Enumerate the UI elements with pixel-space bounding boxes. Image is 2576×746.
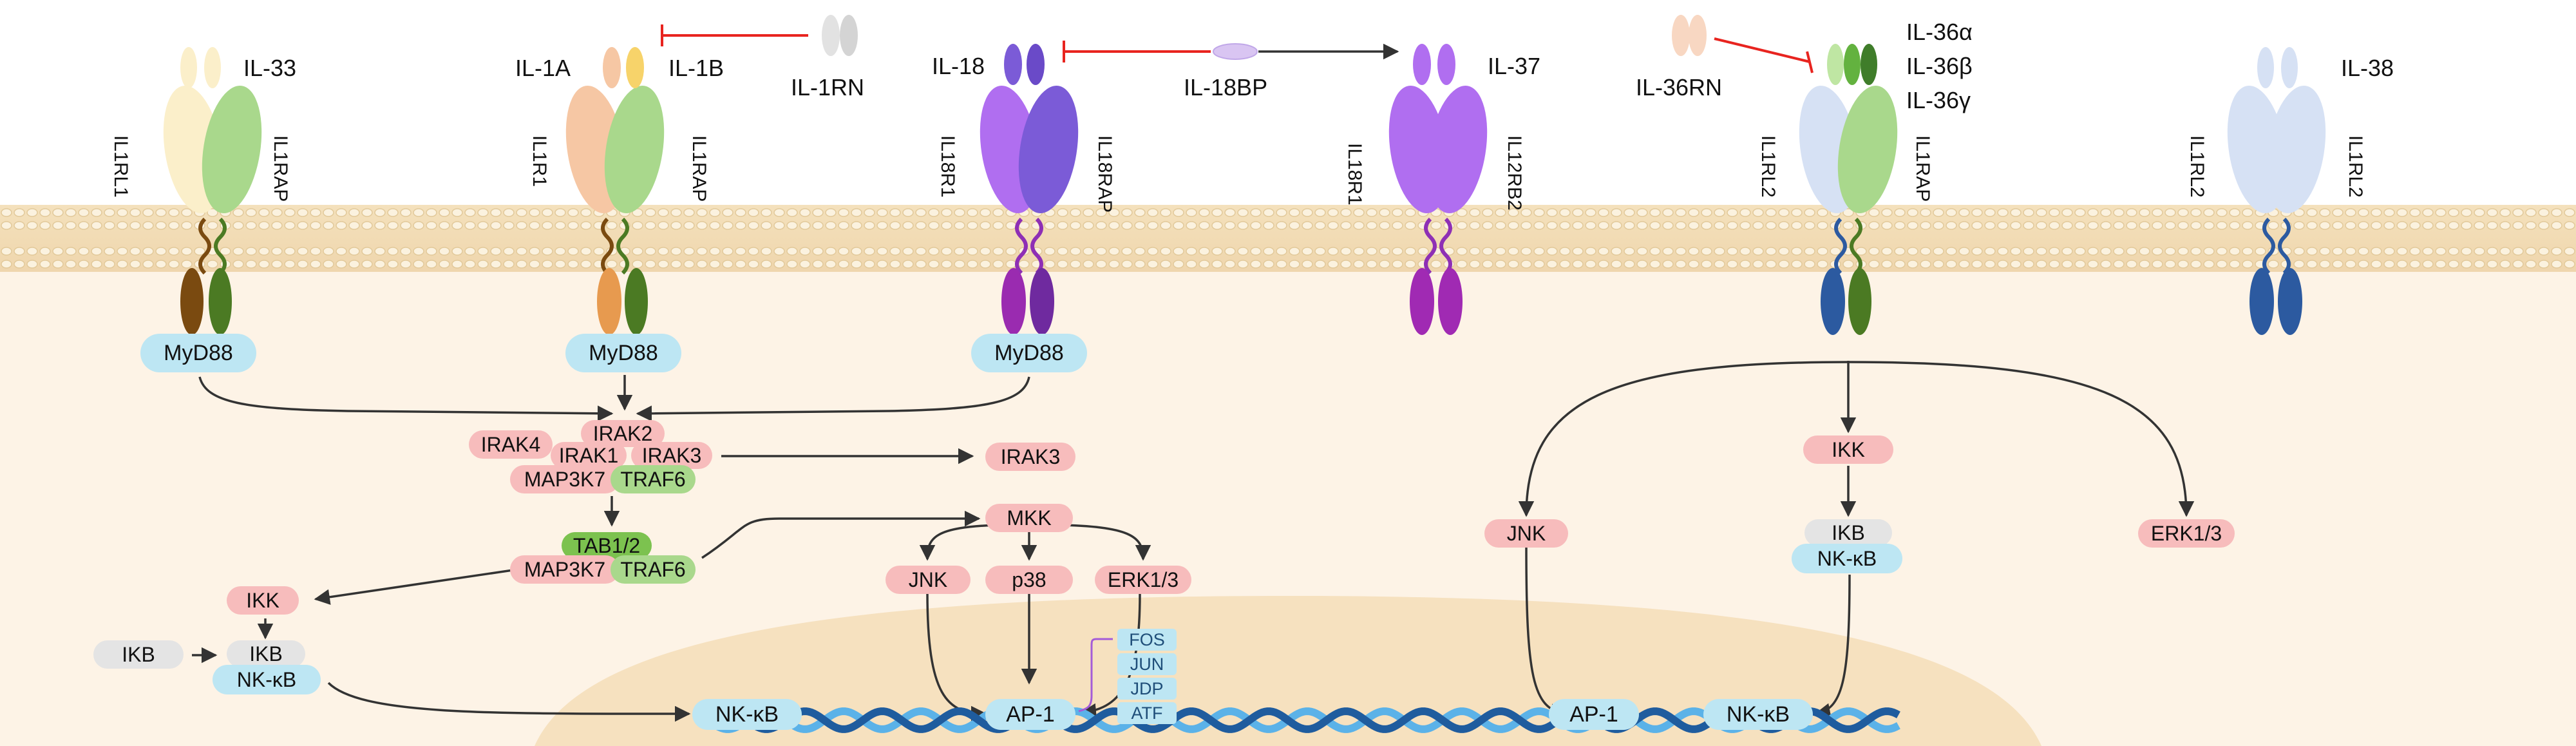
erk-label-1: ERK1/3 [1108, 568, 1179, 591]
label-il1a: IL-1A [515, 55, 571, 81]
receptor-il1rl1-il1rap [163, 85, 262, 335]
irak3-out-node: IRAK3 [985, 443, 1075, 471]
receptor-label-il1rl2-2: IL1RL2 [2186, 135, 2208, 198]
tab12-label: TAB1/2 [573, 534, 640, 557]
label-il36rn: IL-36RN [1636, 74, 1722, 100]
left-nfkb-label: NK-κB [237, 668, 296, 691]
pathway-arrows [192, 361, 2195, 722]
myd88-node-1: MyD88 [140, 334, 256, 372]
receptor-label-il1rap-3: IL1RAP [1912, 135, 1933, 202]
p38-label: p38 [1012, 568, 1046, 591]
ap1-components: FOS JUN JDP ATF [1078, 629, 1177, 724]
dna-helix [706, 707, 1900, 733]
nucleus-nfkb-right: NK-κB [1727, 702, 1790, 727]
nucleus-ap1-left: AP-1 [1006, 702, 1055, 727]
jun-label: JUN [1130, 655, 1164, 674]
nucleus-nfkb-left: NK-κB [715, 702, 779, 727]
dna-strand-dark [706, 707, 1900, 733]
label-il18: IL-18 [932, 53, 985, 79]
ligand-il33 [180, 47, 221, 88]
erk-label-2: ERK1/3 [2151, 522, 2222, 545]
right-ikk-label: IKK [1832, 438, 1865, 461]
tak1-complex: TAB1/2 MAP3K7 TRAF6 [510, 532, 696, 584]
irak3-label: IRAK3 [642, 444, 701, 467]
extracellular-space [0, 0, 2576, 206]
map3k7-label-1: MAP3K7 [524, 468, 605, 491]
irak2-label: IRAK2 [593, 422, 652, 445]
mkk-label: MKK [1007, 506, 1051, 530]
receptor-label-il1rap-2: IL1RAP [688, 135, 710, 202]
irak-complex: IRAK4 IRAK2 IRAK1 IRAK3 MAP3K7 TRAF6 [469, 420, 712, 493]
myd88-label-2: MyD88 [589, 341, 658, 365]
receptor-label-il1r1: IL1R1 [529, 135, 550, 187]
myd88-node-2: MyD88 [565, 334, 681, 372]
receptor-label-il1rl1: IL1RL1 [110, 135, 131, 198]
receptor-il18r1-il12rb2 [1388, 85, 1488, 335]
ligand-il1a-il1b [603, 47, 644, 88]
receptor-il1rl2-il1rl2 [2227, 85, 2326, 335]
myd88-label-1: MyD88 [164, 341, 233, 365]
label-il36a: IL-36α [1906, 19, 1973, 45]
myd88-label-3: MyD88 [994, 341, 1064, 365]
receptor-label-il18rap: IL18RAP [1094, 135, 1115, 213]
cell-membrane [0, 205, 2576, 272]
atf-label: ATF [1132, 703, 1163, 723]
nucleus [535, 596, 2041, 746]
label-il37: IL-37 [1488, 53, 1540, 79]
jnk-label-2: JNK [1507, 522, 1546, 545]
label-il36g: IL-36γ [1906, 87, 1971, 113]
irak1-label: IRAK1 [559, 444, 618, 467]
label-il38: IL-38 [2341, 55, 2394, 81]
label-il1b: IL-1B [668, 55, 724, 81]
nuclear-factors: NK-κB AP-1 AP-1 NK-κB [692, 699, 1813, 730]
label-il18bp: IL-18BP [1184, 74, 1267, 100]
ligand-il36rn [1672, 15, 1707, 56]
nucleus-ap1-right: AP-1 [1569, 702, 1618, 727]
jdp-label: JDP [1130, 679, 1163, 698]
ligand-il38 [2257, 47, 2298, 88]
receptor-il1rl2-il1rap [1799, 85, 1898, 335]
right-ikb-label: IKB [1832, 521, 1865, 544]
receptor-label-il18r1-2: IL18R1 [1344, 143, 1365, 206]
ligand-il18 [1004, 44, 1045, 85]
ligand-il37 [1413, 44, 1455, 85]
inhibition-lines [661, 24, 1814, 73]
receptor-label-il18r1-1: IL18R1 [937, 135, 958, 198]
map3k7-label-2: MAP3K7 [524, 558, 605, 581]
receptor-label-il1rl2-3: IL1RL2 [2345, 135, 2366, 198]
dna-strand-light [706, 707, 1900, 733]
right-nfkb-label: NK-κB [1817, 547, 1877, 570]
fos-label: FOS [1129, 630, 1165, 649]
receptor-label-il12rb2: IL12RB2 [1504, 135, 1525, 211]
left-nfkb-branch: IKK IKB IKB NK-κB [93, 586, 321, 694]
receptor-label-il1rl2-1: IL1RL2 [1757, 135, 1779, 198]
irak3-out-label: IRAK3 [1001, 445, 1060, 468]
ligand-il1rn [822, 15, 858, 56]
ligand-il36 [1827, 44, 1877, 85]
receptor-il1r1-il1rap [565, 85, 665, 335]
traf6-label-2: TRAF6 [620, 558, 685, 581]
label-il1rn: IL-1RN [791, 74, 864, 100]
left-ikb-free-label: IKB [122, 643, 155, 666]
label-il36b: IL-36β [1906, 53, 1973, 79]
right-branch: JNK IKK IKB NK-κB ERK1/3 [1484, 435, 2235, 573]
receptor-il18r1-il18rap [980, 85, 1079, 335]
label-il33: IL-33 [243, 55, 296, 81]
jnk-label-1: JNK [909, 568, 947, 591]
left-ikk-label: IKK [246, 589, 279, 612]
myd88-node-3: MyD88 [971, 334, 1087, 372]
mapk-branch: MKK JNK p38 ERK1/3 [886, 504, 1191, 594]
traf6-label-1: TRAF6 [620, 468, 685, 491]
irak4-label: IRAK4 [481, 433, 540, 456]
left-ikb-label: IKB [249, 642, 283, 665]
ligand-il18bp [1213, 43, 1258, 60]
receptor-label-il1rap-1: IL1RAP [270, 135, 291, 202]
